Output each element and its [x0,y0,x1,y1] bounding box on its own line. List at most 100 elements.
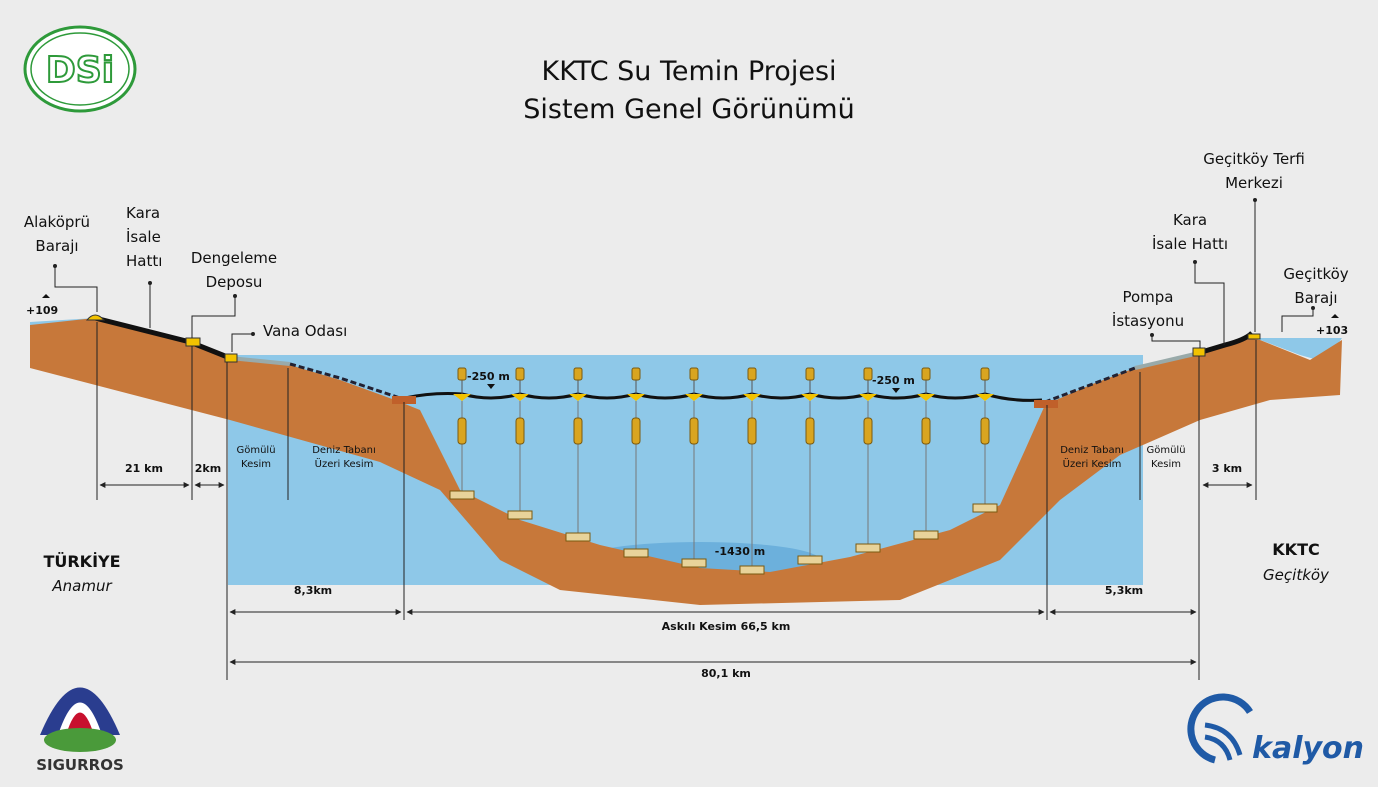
sigurros-logo: SIGURROS [36,687,124,774]
right-landing-structure [1034,400,1058,408]
gecitkoy-dam-label-2: Barajı [1294,289,1337,307]
seabed-anchor [507,510,533,520]
left-seabed-label-1: Deniz Tabanı [312,445,376,456]
dim-3km: 3 km [1212,462,1242,475]
left-buried-label-1: Gömülü [236,445,275,456]
right-elevation: +103 [1316,324,1348,337]
tether-weight [631,417,641,445]
buoy-float [863,367,873,381]
depth-right-label: -250 m [872,374,915,387]
left-land-line-label-2: İsale [126,227,161,246]
balance-tank-label-2: Deposu [206,273,263,291]
buoy-float [515,367,525,381]
valve-room-icon [224,353,238,363]
elevation-marker-icon [42,294,50,298]
buoy-float [689,367,699,381]
left-landing-structure [392,396,416,404]
kalyon-logo: kalyon [1187,693,1364,766]
pipe-clamp [743,394,761,401]
dim-2km: 2km [195,462,221,475]
buoy-float [573,367,583,381]
terfi-center-label-1: Geçitköy Terfi [1203,150,1305,168]
buoy-float [921,367,931,381]
seabed-anchor [739,565,765,575]
tether-weight [921,417,931,445]
alakopru-label-1: Alaköprü [24,213,90,231]
alakopru-dam-icon [85,314,106,321]
terfi-center-label-2: Merkezi [1225,174,1283,192]
left-town: Anamur [51,577,112,595]
seabed-anchor [623,548,649,558]
dsi-logo: DSi [23,25,137,113]
valve-room-label: Vana Odası [263,322,347,340]
left-buried-pipe [229,356,291,366]
seabed-anchor [449,490,475,500]
tether-weight [573,417,583,445]
right-land-line-label-2: İsale Hattı [1152,234,1228,253]
tether-weight [457,417,467,445]
dimension-arrows [99,482,1253,665]
tether-weight [689,417,699,445]
dim-5-3km: 5,3km [1105,584,1143,597]
right-land-line-label-1: Kara [1173,211,1207,229]
title-line-2: Sistem Genel Görünümü [523,94,854,125]
balance-tank-label-1: Dengeleme [191,249,277,267]
pipe-clamp [917,394,935,401]
pipe-clamp [976,394,994,401]
seabed-anchor [797,555,823,565]
right-buried-pipe [1134,352,1196,370]
pump-station-label-2: İstasyonu [1112,311,1184,330]
alakopru-label-2: Barajı [35,237,78,255]
pipe-clamp [569,394,587,401]
max-depth-label: -1430 m [715,545,765,558]
buoy-float [805,367,815,381]
buoy-float [747,367,757,381]
seabed-anchor [972,503,998,513]
tether-weight [805,417,815,445]
pump-station-icon [1192,347,1206,357]
dimension-guides [96,322,1257,680]
tether-weight [980,417,990,445]
depth-marker-icon [487,384,495,389]
gecitkoy-dam-label-1: Geçitköy [1283,265,1348,283]
pipe-clamp [511,394,529,401]
dim-total: 80,1 km [701,667,751,680]
buoy-float [631,367,641,381]
dim-8-3km: 8,3km [294,584,332,597]
dim-suspended: Askılı Kesim 66,5 km [662,620,791,633]
tether-weight [863,417,873,445]
right-seabed-label-1: Deniz Tabanı [1060,445,1124,456]
callout-lines [53,198,1315,352]
pipe-clamp [685,394,703,401]
buoy-float [457,367,467,381]
right-buried-label-2: Kesim [1151,459,1181,470]
ground-profile [30,318,1342,605]
balance-tank-icon [185,337,201,347]
seabed-anchor [913,530,939,540]
left-land-line-label-3: Hattı [126,252,162,270]
right-seabed-pipe [1044,366,1136,404]
title-line-1: KKTC Su Temin Projesi [541,56,836,87]
depth-marker-icon [892,388,900,393]
dim-21km: 21 km [125,462,163,475]
seabed-anchor [565,532,591,542]
sigurros-logo-text: SIGURROS [36,756,124,774]
dsi-logo-text: DSi [46,50,114,91]
depth-left-label: -250 m [467,370,510,383]
buoy-anchor-group [449,367,998,575]
right-country: KKTC [1272,540,1319,559]
pipe-clamp [627,394,645,401]
pump-station-label-1: Pompa [1122,288,1173,306]
left-seabed-label-2: Üzeri Kesim [315,457,374,470]
terfi-center-icon [1247,333,1261,340]
buoy-float [980,367,990,381]
pipe-clamp [859,394,877,401]
left-buried-label-2: Kesim [241,459,271,470]
pipe-clamp [801,394,819,401]
right-town: Geçitköy [1263,566,1330,584]
kalyon-logo-text: kalyon [1252,731,1364,766]
pipe-clamp [453,394,471,401]
sea [30,318,1342,585]
seabed-anchor [855,543,881,553]
